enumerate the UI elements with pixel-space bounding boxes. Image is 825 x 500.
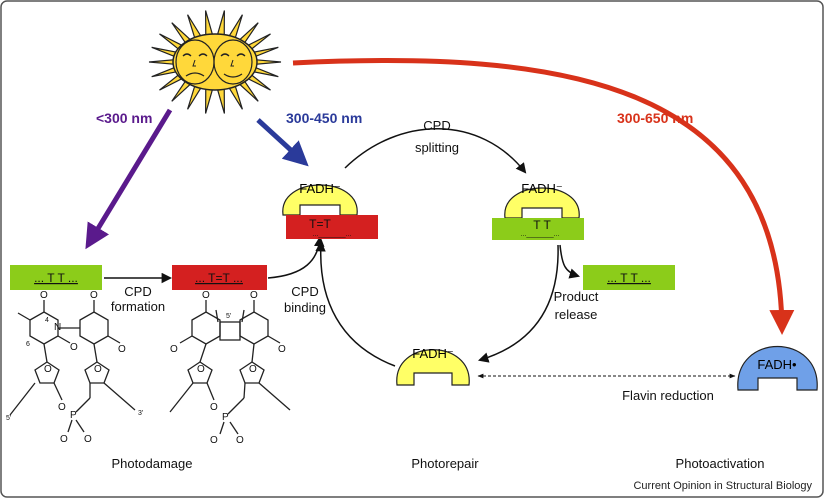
svg-text:O: O [249, 364, 257, 375]
phosphate-1: P [70, 410, 77, 421]
phosphate-2: P [222, 412, 229, 423]
svg-text:O: O [250, 290, 258, 301]
activation-light-arrow [292, 58, 795, 335]
svg-text:O: O [236, 435, 244, 446]
activation-wavelength: 300-650 nm [617, 110, 693, 126]
section-photoactivation: Photoactivation [676, 456, 765, 471]
svg-text:O: O [197, 364, 205, 375]
thymine-dimer-structure: O O O O 5' O O O P O O [169, 290, 291, 446]
product-release-label-2: release [555, 307, 598, 322]
enzyme-split-dna: ..._______... [521, 231, 560, 238]
sun-icon [148, 10, 282, 114]
svg-text:O: O [210, 435, 218, 446]
product-release-label-1: Product [554, 289, 599, 304]
svg-text:5': 5' [226, 313, 231, 320]
uv-damage-arrow [85, 108, 173, 250]
svg-text:O: O [84, 434, 92, 445]
svg-text:O: O [118, 344, 126, 355]
released-dna-label: ... T T ... [607, 271, 651, 285]
fadh-radical-label: FADH• [757, 357, 797, 372]
product-release-arrow [559, 244, 581, 279]
cpd-splitting-label-1: CPD [423, 118, 450, 133]
svg-text:O: O [60, 434, 68, 445]
n3-label-1: N [54, 322, 61, 333]
enzyme-return-arrow [477, 244, 559, 363]
svg-text:O: O [94, 364, 102, 375]
cpd-splitting-label-2: splitting [415, 140, 459, 155]
journal-credit: Current Opinion in Structural Biology [633, 480, 812, 492]
svg-text:O: O [70, 342, 78, 353]
radical-enzyme: FADH• [737, 346, 818, 391]
thymine-monomer-structure: O O N 6 4 O O O O O P O O 5' 3' [6, 290, 143, 445]
flavin-reduction-label: Flavin reduction [622, 388, 714, 403]
fadh-minus-label-3: FADH⁻ [412, 346, 454, 361]
cpd-binding-return-arrow [315, 240, 396, 367]
dimer-dna-label: ... T=T ... [195, 271, 243, 285]
enzyme-dimer-complex: FADH⁻ T=T ..._______... [282, 181, 378, 239]
svg-text:O: O [44, 364, 52, 375]
svg-text:O: O [90, 290, 98, 301]
cpd-splitting-arrow [344, 128, 527, 174]
undamaged-dna-label: ... T T ... [34, 271, 78, 285]
cpd-binding-label-1: CPD [291, 284, 318, 299]
enzyme-split-complex: FADH⁻ T T ..._______... [492, 181, 584, 240]
svg-text:O: O [278, 344, 286, 355]
uv-damage-wavelength: <300 nm [96, 110, 152, 126]
fadh-minus-label-2: FADH⁻ [521, 181, 563, 196]
cpd-formation-label-1: CPD [124, 284, 151, 299]
section-photorepair: Photorepair [411, 456, 479, 471]
svg-text:O: O [202, 290, 210, 301]
svg-text:O: O [210, 402, 218, 413]
three-prime-1: 3' [138, 410, 143, 417]
free-enzyme: FADH⁻ [396, 346, 470, 386]
undamaged-dna-box [10, 265, 102, 290]
svg-text:4: 4 [45, 317, 49, 324]
svg-text:6: 6 [26, 341, 30, 348]
svg-text:O: O [170, 344, 178, 355]
five-prime-1: 5' [6, 415, 11, 422]
dimer-dna-box [172, 265, 267, 290]
svg-text:O: O [58, 402, 66, 413]
fadh-minus-label-1: FADH⁻ [299, 181, 341, 196]
svg-text:O: O [40, 290, 48, 301]
enzyme-split-tt: T T [533, 218, 551, 232]
enzyme-dimer-tt: T=T [309, 217, 331, 231]
cpd-formation-label-2: formation [111, 299, 165, 314]
section-photodamage: Photodamage [112, 456, 193, 471]
cpd-binding-label-2: binding [284, 300, 326, 315]
enzyme-dimer-dna: ..._______... [313, 231, 352, 238]
repair-light-arrow [256, 118, 309, 167]
released-dna-box [583, 265, 675, 290]
repair-wavelength: 300-450 nm [286, 110, 362, 126]
